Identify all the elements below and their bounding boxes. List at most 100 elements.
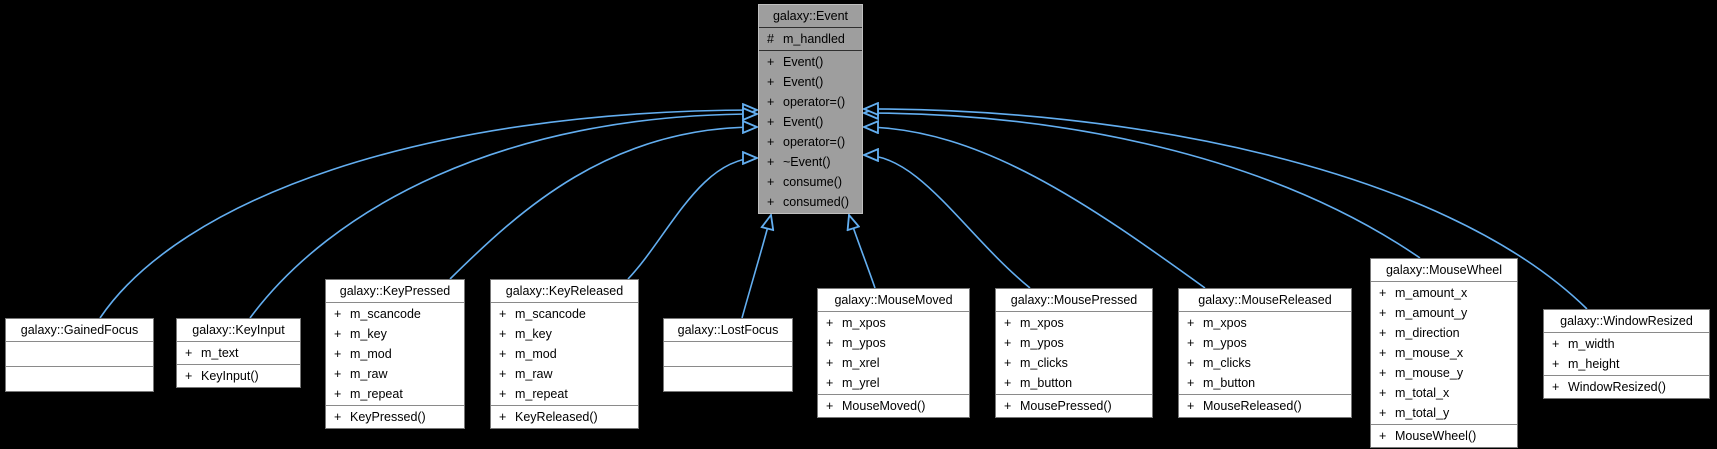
uml-attribute: +m_clicks bbox=[1179, 353, 1351, 373]
member-name: m_xpos bbox=[842, 316, 886, 330]
member-name: m_ypos bbox=[842, 336, 886, 350]
member-name: KeyPressed() bbox=[350, 410, 426, 424]
class-node-galaxy-mousereleased[interactable]: galaxy::MouseReleased +m_xpos +m_ypos +m… bbox=[1178, 288, 1352, 418]
visibility-sign: + bbox=[1379, 306, 1387, 320]
uml-attribute: +m_key bbox=[491, 324, 638, 344]
member-name: m_scancode bbox=[515, 307, 586, 321]
visibility-sign: + bbox=[1004, 316, 1012, 330]
member-name: m_width bbox=[1568, 337, 1615, 351]
methods-section: +WindowResized() bbox=[1544, 375, 1709, 398]
methods-section: +MousePressed() bbox=[996, 394, 1152, 417]
member-name: Event() bbox=[783, 75, 824, 89]
uml-method: +operator=() bbox=[759, 132, 862, 152]
visibility-sign: + bbox=[1187, 316, 1195, 330]
class-node-galaxy-mousemoved[interactable]: galaxy::MouseMoved +m_xpos +m_ypos +m_xr… bbox=[817, 288, 970, 418]
class-title: galaxy::KeyPressed bbox=[339, 284, 451, 298]
uml-attribute: +m_yrel bbox=[818, 373, 969, 393]
visibility-sign: + bbox=[1379, 326, 1387, 340]
uml-attribute: +m_repeat bbox=[326, 384, 464, 404]
member-name: m_mouse_x bbox=[1395, 346, 1464, 360]
visibility-sign: + bbox=[1379, 386, 1387, 400]
uml-method: + consumed() bbox=[759, 192, 862, 212]
class-node-galaxy-keyreleased[interactable]: galaxy::KeyReleased +m_scancode +m_key +… bbox=[490, 279, 639, 429]
methods-section bbox=[664, 366, 792, 391]
member-name: m_mod bbox=[515, 347, 557, 361]
visibility-sign: + bbox=[767, 155, 775, 169]
inheritance-edge-gainedfocus bbox=[99, 110, 757, 319]
visibility-sign: + bbox=[767, 95, 775, 109]
attributes-section: +m_amount_x +m_amount_y +m_direction +m_… bbox=[1371, 281, 1517, 424]
member-name: m_total_y bbox=[1395, 406, 1450, 420]
attributes-section: +m_width +m_height bbox=[1544, 332, 1709, 375]
uml-method: +Event() bbox=[759, 72, 862, 92]
visibility-sign: + bbox=[1379, 286, 1387, 300]
uml-attribute: +m_xrel bbox=[818, 353, 969, 373]
visibility-sign: + bbox=[767, 135, 775, 149]
class-node-galaxy-lostfocus[interactable]: galaxy::LostFocus bbox=[663, 318, 793, 392]
uml-attribute: +m_xpos bbox=[818, 313, 969, 333]
class-title: galaxy::Event bbox=[772, 9, 849, 23]
class-node-galaxy-keypressed[interactable]: galaxy::KeyPressed +m_scancode +m_key +m… bbox=[325, 279, 465, 429]
uml-method: +Event() bbox=[759, 112, 862, 132]
member-name: MousePressed() bbox=[1020, 399, 1112, 413]
visibility-sign: + bbox=[185, 369, 193, 383]
inheritance-edge-mousewheel bbox=[864, 113, 1421, 259]
uml-attribute: +m_direction bbox=[1371, 323, 1517, 343]
visibility-sign: + bbox=[1004, 336, 1012, 350]
uml-method: +Event() bbox=[759, 52, 862, 72]
visibility-sign: + bbox=[499, 307, 507, 321]
visibility-sign: + bbox=[499, 347, 507, 361]
uml-method: +~Event() bbox=[759, 152, 862, 172]
uml-method: +MouseWheel() bbox=[1371, 426, 1517, 446]
member-name: m_key bbox=[350, 327, 387, 341]
member-name: consumed() bbox=[783, 195, 849, 209]
uml-attribute: +m_mouse_y bbox=[1371, 363, 1517, 383]
class-node-galaxy-gainedfocus[interactable]: galaxy::GainedFocus bbox=[5, 318, 154, 392]
class-node-galaxy-mousepressed[interactable]: galaxy::MousePressed +m_xpos +m_ypos +m_… bbox=[995, 288, 1153, 418]
methods-section: +MouseWheel() bbox=[1371, 424, 1517, 447]
member-name: operator=() bbox=[783, 95, 846, 109]
uml-method: +MousePressed() bbox=[996, 396, 1152, 416]
uml-method: +KeyPressed() bbox=[326, 407, 464, 427]
inheritance-edge-mousemoved bbox=[849, 215, 876, 289]
member-name: m_clicks bbox=[1203, 356, 1251, 370]
class-title: galaxy::GainedFocus bbox=[20, 323, 139, 337]
visibility-sign: + bbox=[1552, 357, 1560, 371]
uml-attribute: + m_total_x bbox=[1371, 383, 1517, 403]
uml-attribute: +m_width bbox=[1544, 334, 1709, 354]
visibility-sign: + bbox=[185, 346, 193, 360]
visibility-sign: + bbox=[499, 387, 507, 401]
visibility-sign: + bbox=[334, 347, 342, 361]
uml-method: +KeyReleased() bbox=[491, 407, 638, 427]
uml-attribute: +m_ypos bbox=[1179, 333, 1351, 353]
uml-attribute: +m_text bbox=[177, 343, 300, 363]
uml-attribute: +m_button bbox=[1179, 373, 1351, 393]
class-node-galaxy-windowresized[interactable]: galaxy::WindowResized +m_width +m_height… bbox=[1543, 309, 1710, 399]
visibility-sign: + bbox=[499, 410, 507, 424]
uml-attribute: +m_raw bbox=[326, 364, 464, 384]
uml-attribute: + m_mod bbox=[491, 344, 638, 364]
attributes-section bbox=[6, 341, 153, 366]
visibility-sign: + bbox=[767, 175, 775, 189]
member-name: m_repeat bbox=[350, 387, 403, 401]
class-node-galaxy-mousewheel[interactable]: galaxy::MouseWheel +m_amount_x +m_amount… bbox=[1370, 258, 1518, 448]
inheritance-edge-mousepressed bbox=[864, 155, 1031, 289]
class-node-galaxy-keyinput[interactable]: galaxy::KeyInput +m_text +KeyInput() bbox=[176, 318, 301, 388]
uml-attribute: + m_key bbox=[326, 324, 464, 344]
visibility-sign: + bbox=[1187, 336, 1195, 350]
attributes-section: +m_scancode +m_key +m_mod +m_raw +m_repe… bbox=[491, 302, 638, 405]
member-name: m_ypos bbox=[1020, 336, 1064, 350]
methods-section: +KeyInput() bbox=[177, 364, 300, 387]
visibility-sign: + bbox=[334, 327, 342, 341]
member-name: Event() bbox=[783, 55, 824, 69]
uml-attribute: +m_xpos bbox=[1179, 313, 1351, 333]
visibility-sign: + bbox=[826, 336, 834, 350]
member-name: consume() bbox=[783, 175, 843, 189]
uml-attribute: +m_clicks bbox=[996, 353, 1152, 373]
class-node-galaxy-event[interactable]: galaxy::Event #m_handled +Event() +Event… bbox=[758, 4, 863, 214]
visibility-sign: + bbox=[826, 376, 834, 390]
member-name: m_total_x bbox=[1395, 386, 1450, 400]
member-name: m_handled bbox=[783, 32, 845, 46]
visibility-sign: + bbox=[767, 195, 775, 209]
